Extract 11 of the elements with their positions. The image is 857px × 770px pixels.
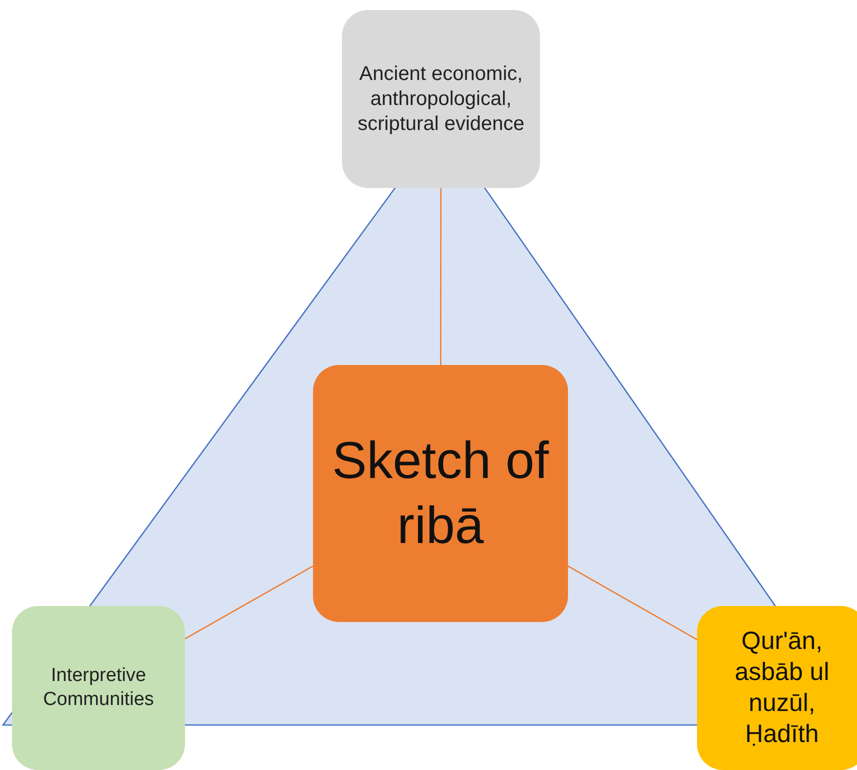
node-text: Ancient economic, anthropological, scriptural evidence xyxy=(356,62,526,136)
central-box xyxy=(313,365,568,622)
node-text: Sketch of ribā xyxy=(331,430,550,556)
corner-box xyxy=(697,606,857,770)
connector-line xyxy=(184,565,314,640)
corner-box xyxy=(342,10,540,188)
connector-line xyxy=(440,188,442,365)
node-text: Qur'ān, asbāb ul nuzūl, Ḥadīth xyxy=(734,626,830,750)
corner-box xyxy=(12,606,185,770)
node-text: Interpretive Communities xyxy=(42,664,155,712)
connector-line xyxy=(568,566,698,640)
